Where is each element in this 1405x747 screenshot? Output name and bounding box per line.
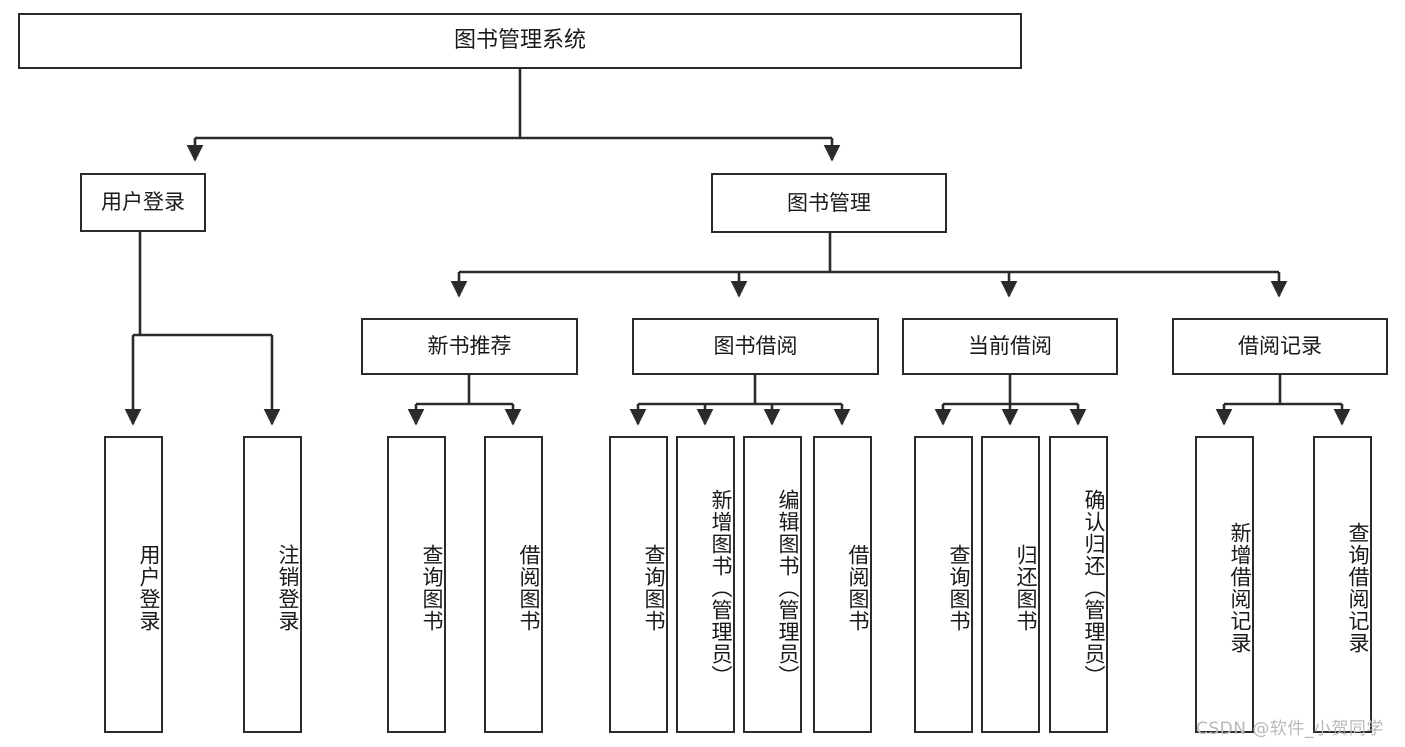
- leaf-user-login[interactable]: 用户登录: [104, 436, 163, 733]
- node-label: 借阅图书: [517, 543, 541, 632]
- node-borrow-record[interactable]: 借阅记录: [1172, 318, 1388, 375]
- leaf-borrow-book-2[interactable]: 借阅图书: [813, 436, 872, 733]
- node-book-management[interactable]: 图书管理: [711, 173, 947, 233]
- leaf-confirm-return[interactable]: 确认归还（管理员）: [1049, 436, 1108, 733]
- node-label: 图书管理: [787, 190, 871, 215]
- node-label: 确认归还（管理员）: [1082, 488, 1106, 687]
- node-label: 用户登录: [137, 543, 161, 632]
- leaf-add-book[interactable]: 新增图书（管理员）: [676, 436, 735, 733]
- leaf-query-book-2[interactable]: 查询图书: [609, 436, 668, 733]
- node-user-login[interactable]: 用户登录: [80, 173, 206, 232]
- node-label: 新增图书（管理员）: [709, 488, 733, 687]
- node-label: 归还图书: [1014, 543, 1038, 632]
- node-label: 新书推荐: [427, 334, 512, 359]
- node-book-borrow[interactable]: 图书借阅: [632, 318, 879, 375]
- node-label: 图书管理系统: [453, 28, 586, 54]
- leaf-logout-login[interactable]: 注销登录: [243, 436, 302, 733]
- node-label: 用户登录: [101, 190, 185, 215]
- leaf-query-book-1[interactable]: 查询图书: [387, 436, 446, 733]
- node-label: 当前借阅: [968, 334, 1052, 359]
- node-label: 查询图书: [947, 543, 971, 632]
- node-label: 借阅图书: [846, 543, 870, 632]
- node-label: 编辑图书（管理员）: [776, 488, 800, 687]
- csdn-watermark: CSDN @软件_小贺同学: [1196, 719, 1384, 739]
- node-current-borrow[interactable]: 当前借阅: [902, 318, 1118, 375]
- node-label: 新增借阅记录: [1228, 521, 1252, 654]
- node-label: 查询图书: [642, 543, 666, 632]
- leaf-add-record[interactable]: 新增借阅记录: [1195, 436, 1254, 733]
- node-label: 查询借阅记录: [1346, 521, 1370, 654]
- leaf-query-record[interactable]: 查询借阅记录: [1313, 436, 1372, 733]
- leaf-borrow-book-1[interactable]: 借阅图书: [484, 436, 543, 733]
- node-root-system[interactable]: 图书管理系统: [18, 13, 1022, 69]
- node-label: 注销登录: [276, 543, 300, 632]
- node-label: 图书借阅: [713, 334, 798, 359]
- leaf-return-book[interactable]: 归还图书: [981, 436, 1040, 733]
- leaf-query-book-3[interactable]: 查询图书: [914, 436, 973, 733]
- node-label: 借阅记录: [1238, 334, 1322, 359]
- leaf-edit-book[interactable]: 编辑图书（管理员）: [743, 436, 802, 733]
- node-new-book-recommend[interactable]: 新书推荐: [361, 318, 578, 375]
- node-label: 查询图书: [420, 543, 444, 632]
